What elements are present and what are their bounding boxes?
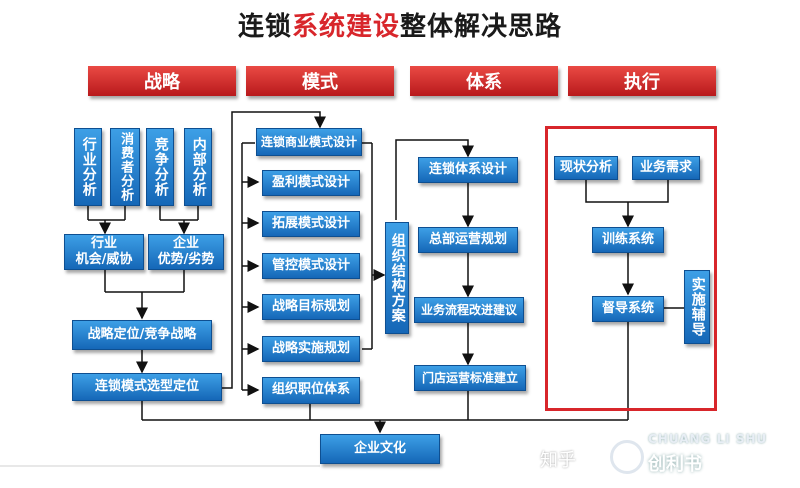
model-item-expansion: 拓展模式设计: [262, 211, 360, 237]
system-item-design: 连锁体系设计: [418, 157, 518, 183]
model-item-goal-planning: 战略目标规划: [262, 294, 360, 320]
system-item-process-improvement: 业务流程改进建议: [414, 297, 524, 323]
internal-analysis-box: 内部分析: [184, 128, 212, 206]
model-item-business: 连锁商业模式设计: [256, 128, 362, 156]
company-strength-box: 企业 优势/劣势: [148, 234, 224, 270]
industry-analysis-box: 行业分析: [74, 128, 102, 206]
header-strategy: 战略: [88, 66, 236, 96]
chain-model-selection-box: 连锁模式选型定位: [72, 373, 222, 401]
model-item-org-positions: 组织职位体系: [262, 377, 360, 404]
watermark: 知乎 CHUANG LI SHU 创利书: [540, 432, 800, 488]
supervision-system-box: 督导系统: [592, 296, 664, 322]
brand-cn-watermark: 创利书: [648, 454, 702, 475]
implementation-coaching-box: 实施辅导: [684, 270, 710, 344]
status-analysis-box: 现状分析: [554, 156, 618, 180]
page-title: 连锁系统建设整体解决思路: [237, 12, 563, 42]
strategy-positioning-box: 战略定位/竞争战略: [72, 320, 212, 350]
training-system-box: 训练系统: [592, 227, 664, 253]
business-needs-box: 业务需求: [632, 156, 700, 180]
brand-logo-icon: [610, 440, 644, 474]
industry-opportunity-box: 行业 机会/威协: [64, 234, 144, 270]
system-item-hq-operations: 总部运营规划: [418, 227, 518, 253]
corporate-culture-box: 企业文化: [320, 434, 440, 464]
model-item-profit: 盈利模式设计: [262, 170, 360, 196]
consumer-analysis-box: 消费者分析: [110, 128, 140, 206]
brand-en-watermark: CHUANG LI SHU: [648, 432, 768, 446]
competition-analysis-box: 竞争分析: [146, 128, 174, 206]
execution-frame: [545, 126, 717, 411]
org-structure-plan-box: 组织结构方案: [385, 222, 409, 334]
model-item-implementation-planning: 战略实施规划: [262, 336, 360, 362]
header-execution: 执行: [568, 66, 716, 96]
model-item-control: 管控模式设计: [262, 253, 360, 279]
system-item-store-standards: 门店运营标准建立: [414, 365, 526, 391]
zhihu-watermark: 知乎: [540, 450, 576, 471]
title-accent: 系统建设: [291, 12, 400, 42]
header-system: 体系: [410, 66, 558, 96]
header-model: 模式: [246, 66, 394, 96]
